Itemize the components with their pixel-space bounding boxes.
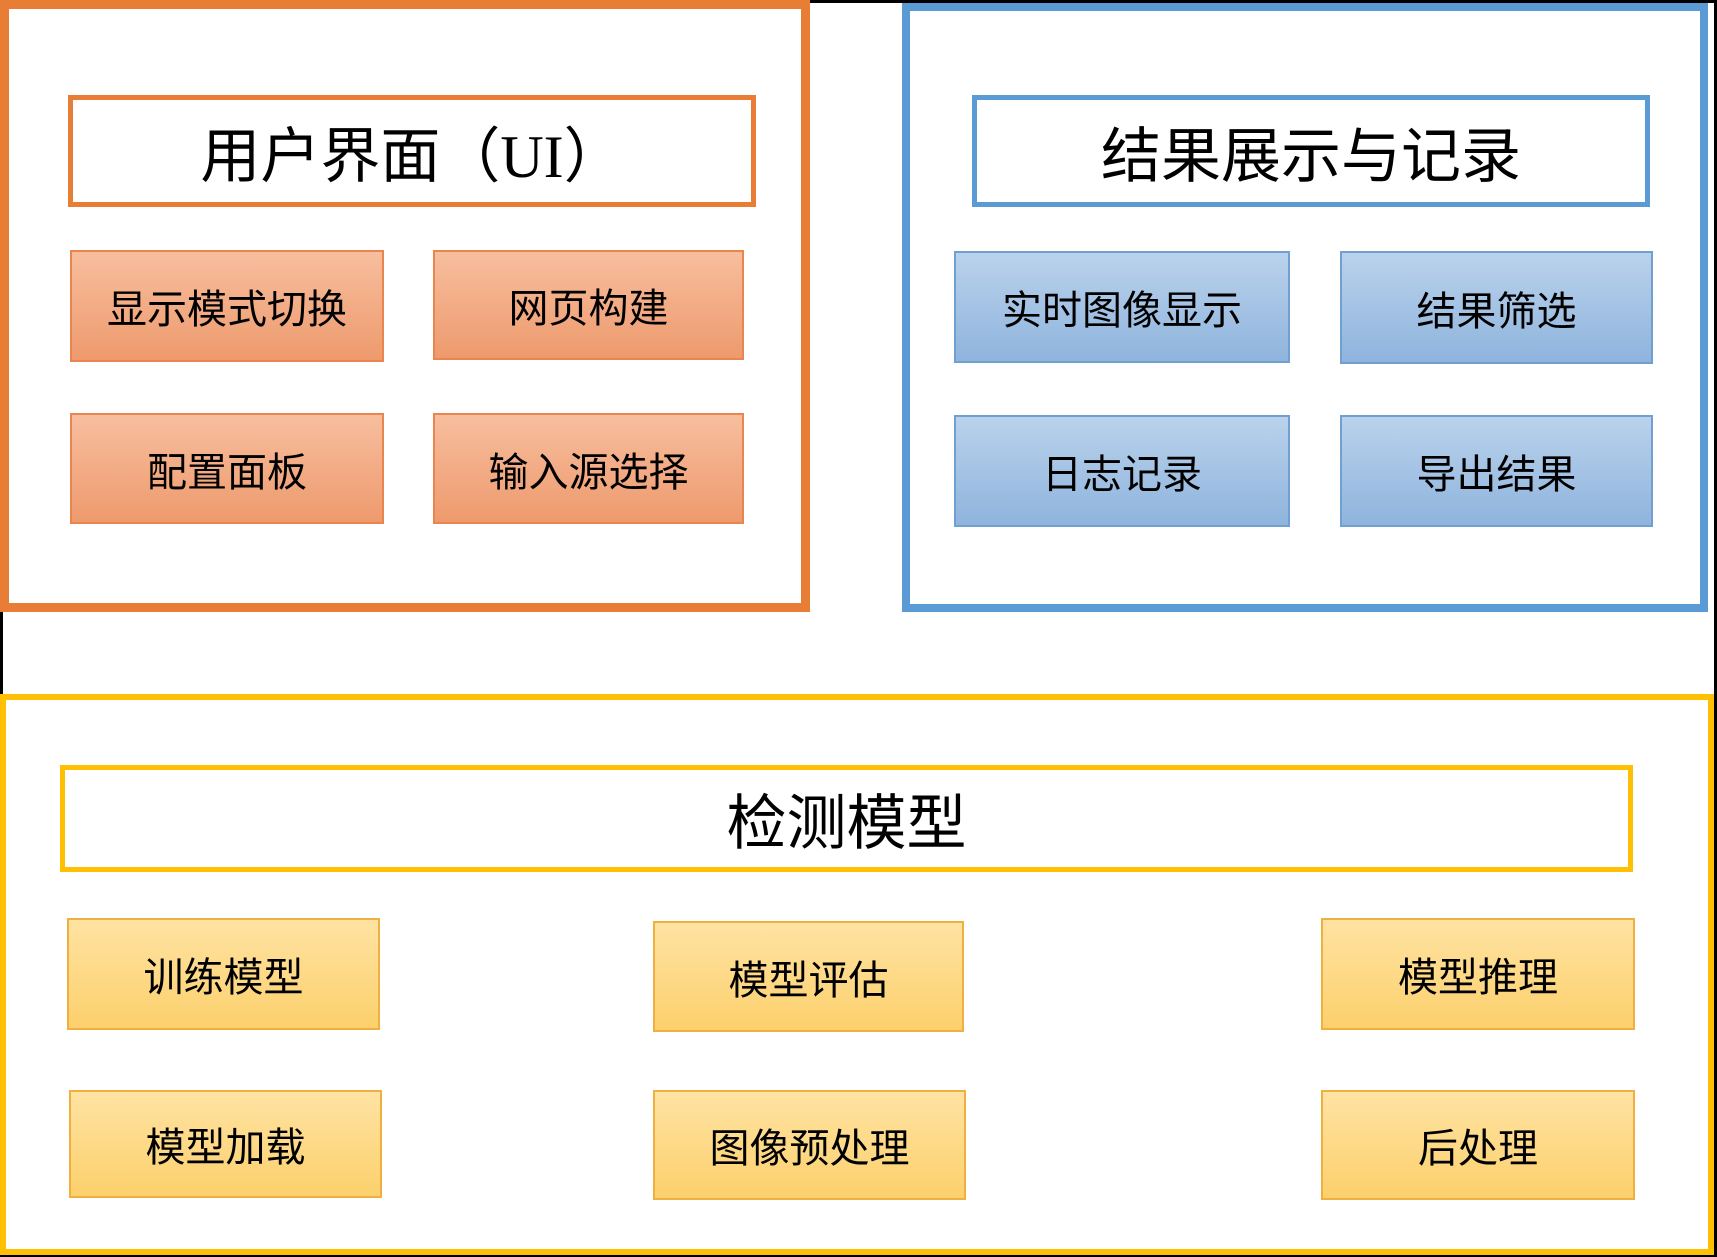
block-realtime-image-display: 实时图像显示 [954, 251, 1290, 363]
block-model-evaluation: 模型评估 [653, 921, 964, 1032]
block-postprocessing: 后处理 [1321, 1090, 1635, 1200]
section-title-detection-model: 检测模型 [60, 765, 1633, 872]
block-image-preprocessing: 图像预处理 [653, 1090, 966, 1200]
block-train-model: 训练模型 [67, 918, 380, 1030]
block-result-filter: 结果筛选 [1340, 251, 1653, 364]
block-config-panel: 配置面板 [70, 413, 384, 524]
section-title-user-interface: 用户界面（UI） [68, 95, 756, 207]
block-model-loading: 模型加载 [69, 1090, 382, 1198]
block-export-results: 导出结果 [1340, 415, 1653, 527]
section-title-result-display-logging: 结果展示与记录 [972, 95, 1650, 207]
block-web-page-build: 网页构建 [433, 250, 744, 360]
block-display-mode-switch: 显示模式切换 [70, 250, 384, 362]
block-log-record: 日志记录 [954, 415, 1290, 527]
block-model-inference: 模型推理 [1321, 918, 1635, 1030]
block-input-source-select: 输入源选择 [433, 413, 744, 524]
